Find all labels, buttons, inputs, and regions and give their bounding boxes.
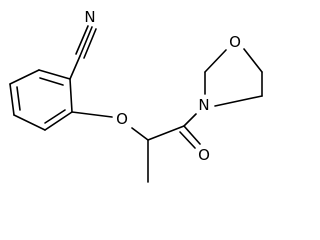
carbonyl-oxygen-label: O [198,146,210,164]
bond [9,83,15,116]
bond [69,78,73,113]
bond [71,111,113,118]
ether-oxygen-label: O [116,110,128,128]
aromatic-inner-bond [44,109,66,124]
ring-oxygen-label: O [229,33,241,51]
amide-nitrogen-label: N [198,96,209,114]
bond [204,49,227,73]
bond [69,55,81,80]
bond [147,125,185,141]
bond [183,113,197,127]
nitrile-group [69,25,97,80]
benzene-ring [9,69,73,131]
bond [13,114,46,131]
triple-bond [75,25,89,55]
side-chain [71,111,201,183]
aromatic-inner-bond [16,86,21,111]
bond [38,69,71,80]
bond [214,95,263,107]
morpholine-ring [204,48,263,107]
bond [243,48,263,73]
double-bond [183,125,201,145]
double-bond [179,131,196,149]
bond [44,111,73,131]
nitrile-nitrogen-label: N [84,8,95,26]
triple-bond [79,26,93,57]
aromatic-inner-bond [39,77,64,86]
triple-bond [83,28,97,59]
bond [9,69,40,85]
structural-formula: N O O N O [9,8,263,183]
bond [131,127,149,141]
